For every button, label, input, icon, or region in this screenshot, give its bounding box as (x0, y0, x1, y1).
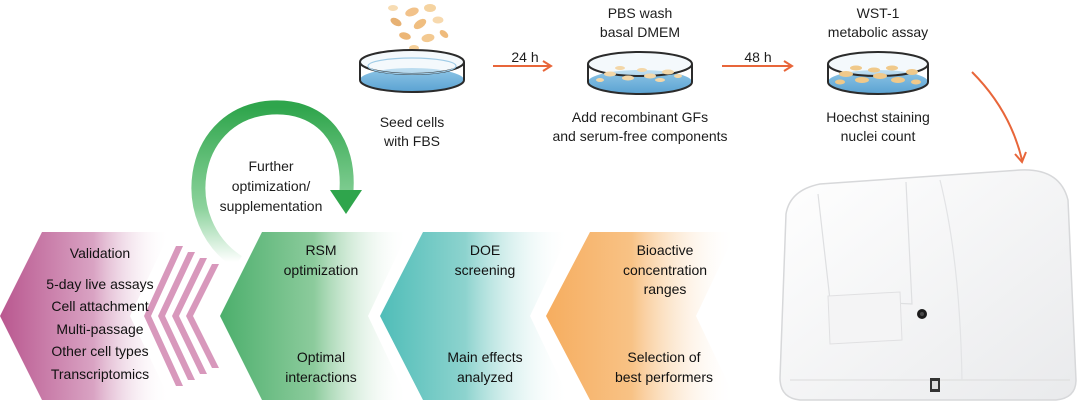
loop-line-3: supplementation (219, 198, 323, 214)
step-validation-shape (0, 232, 170, 400)
seed-line-1: Seed cells (379, 114, 445, 130)
rsm-bottom-1: Optimal (296, 349, 346, 365)
petri-dish-assay (827, 51, 929, 95)
arrow-to-reader (971, 71, 1027, 164)
label-48h: 48 h (733, 48, 783, 67)
validation-title: Validation (69, 245, 131, 261)
rsm-top-1: RSM (305, 242, 337, 258)
wst-line-1: WST-1 (856, 5, 900, 21)
step-doe-top: DOE screening (420, 241, 550, 280)
arrow2-label: 48 h (744, 49, 772, 65)
label-further-optimization: Further optimization/ supplementation (208, 156, 334, 216)
falling-cells (388, 4, 449, 51)
step-bioactive-top: Bioactive concentration ranges (600, 241, 730, 300)
bioactive-bottom-2: best performers (614, 368, 714, 385)
label-hoechst: Hoechst staining nuclei count (808, 108, 948, 146)
doe-top-2: screening (454, 261, 516, 278)
step-bioactive-bottom: Selection of best performers (596, 348, 732, 387)
add-line-2: and serum-free components (552, 128, 728, 144)
label-add-gfs: Add recombinant GFs and serum-free compo… (540, 108, 740, 146)
step-bioactive-shape (546, 232, 736, 400)
label-wst1: WST-1 metabolic assay (818, 4, 938, 42)
arrow-24h (493, 60, 553, 72)
label-seed-cells: Seed cells with FBS (362, 113, 462, 151)
wst-line-2: metabolic assay (827, 24, 929, 40)
arrow-48h (722, 60, 794, 72)
hoechst-line-1: Hoechst staining (826, 109, 930, 125)
plate-reader (779, 169, 1077, 401)
step-doe-shape (380, 232, 570, 400)
wash-line-1: PBS wash (607, 5, 673, 21)
doe-top-1: DOE (469, 242, 501, 258)
bioactive-top-1: Bioactive (636, 242, 694, 258)
hoechst-line-2: nuclei count (840, 128, 916, 144)
validation-item: 5-day live assays (46, 275, 154, 292)
step-rsm-bottom: Optimal interactions (256, 348, 386, 387)
seed-line-2: with FBS (383, 133, 440, 149)
step-validation-text: Validation 5-day live assays Cell attach… (30, 242, 170, 385)
optimization-loop-arrow (191, 100, 362, 268)
validation-item: Cell attachment (51, 298, 149, 314)
validation-item: Multi-passage (56, 320, 144, 337)
bioactive-top-3: ranges (643, 281, 687, 297)
add-line-1: Add recombinant GFs (571, 109, 709, 125)
petri-dish-wash (587, 51, 693, 95)
rsm-bottom-2: interactions (285, 368, 357, 385)
step-doe-bottom: Main effects analyzed (420, 348, 550, 387)
step-rsm-top: RSM optimization (256, 241, 386, 280)
arrow1-label: 24 h (511, 49, 539, 65)
validation-item: Other cell types (51, 343, 149, 359)
label-24h: 24 h (500, 48, 550, 67)
step-rsm-shape (220, 232, 408, 400)
petri-dish-seed (359, 49, 465, 93)
loop-line-2: optimization/ (231, 178, 311, 194)
validation-item: Transcriptomics (50, 365, 150, 382)
loop-line-1: Further (248, 158, 294, 174)
label-pbs-wash: PBS wash basal DMEM (580, 4, 700, 42)
doe-bottom-2: analyzed (456, 368, 514, 385)
rsm-top-2: optimization (283, 261, 359, 278)
doe-bottom-1: Main effects (447, 349, 523, 365)
validation-chevrons (144, 246, 219, 386)
wash-line-2: basal DMEM (599, 24, 681, 40)
bioactive-top-2: concentration (622, 261, 708, 278)
bioactive-bottom-1: Selection of (627, 349, 701, 365)
